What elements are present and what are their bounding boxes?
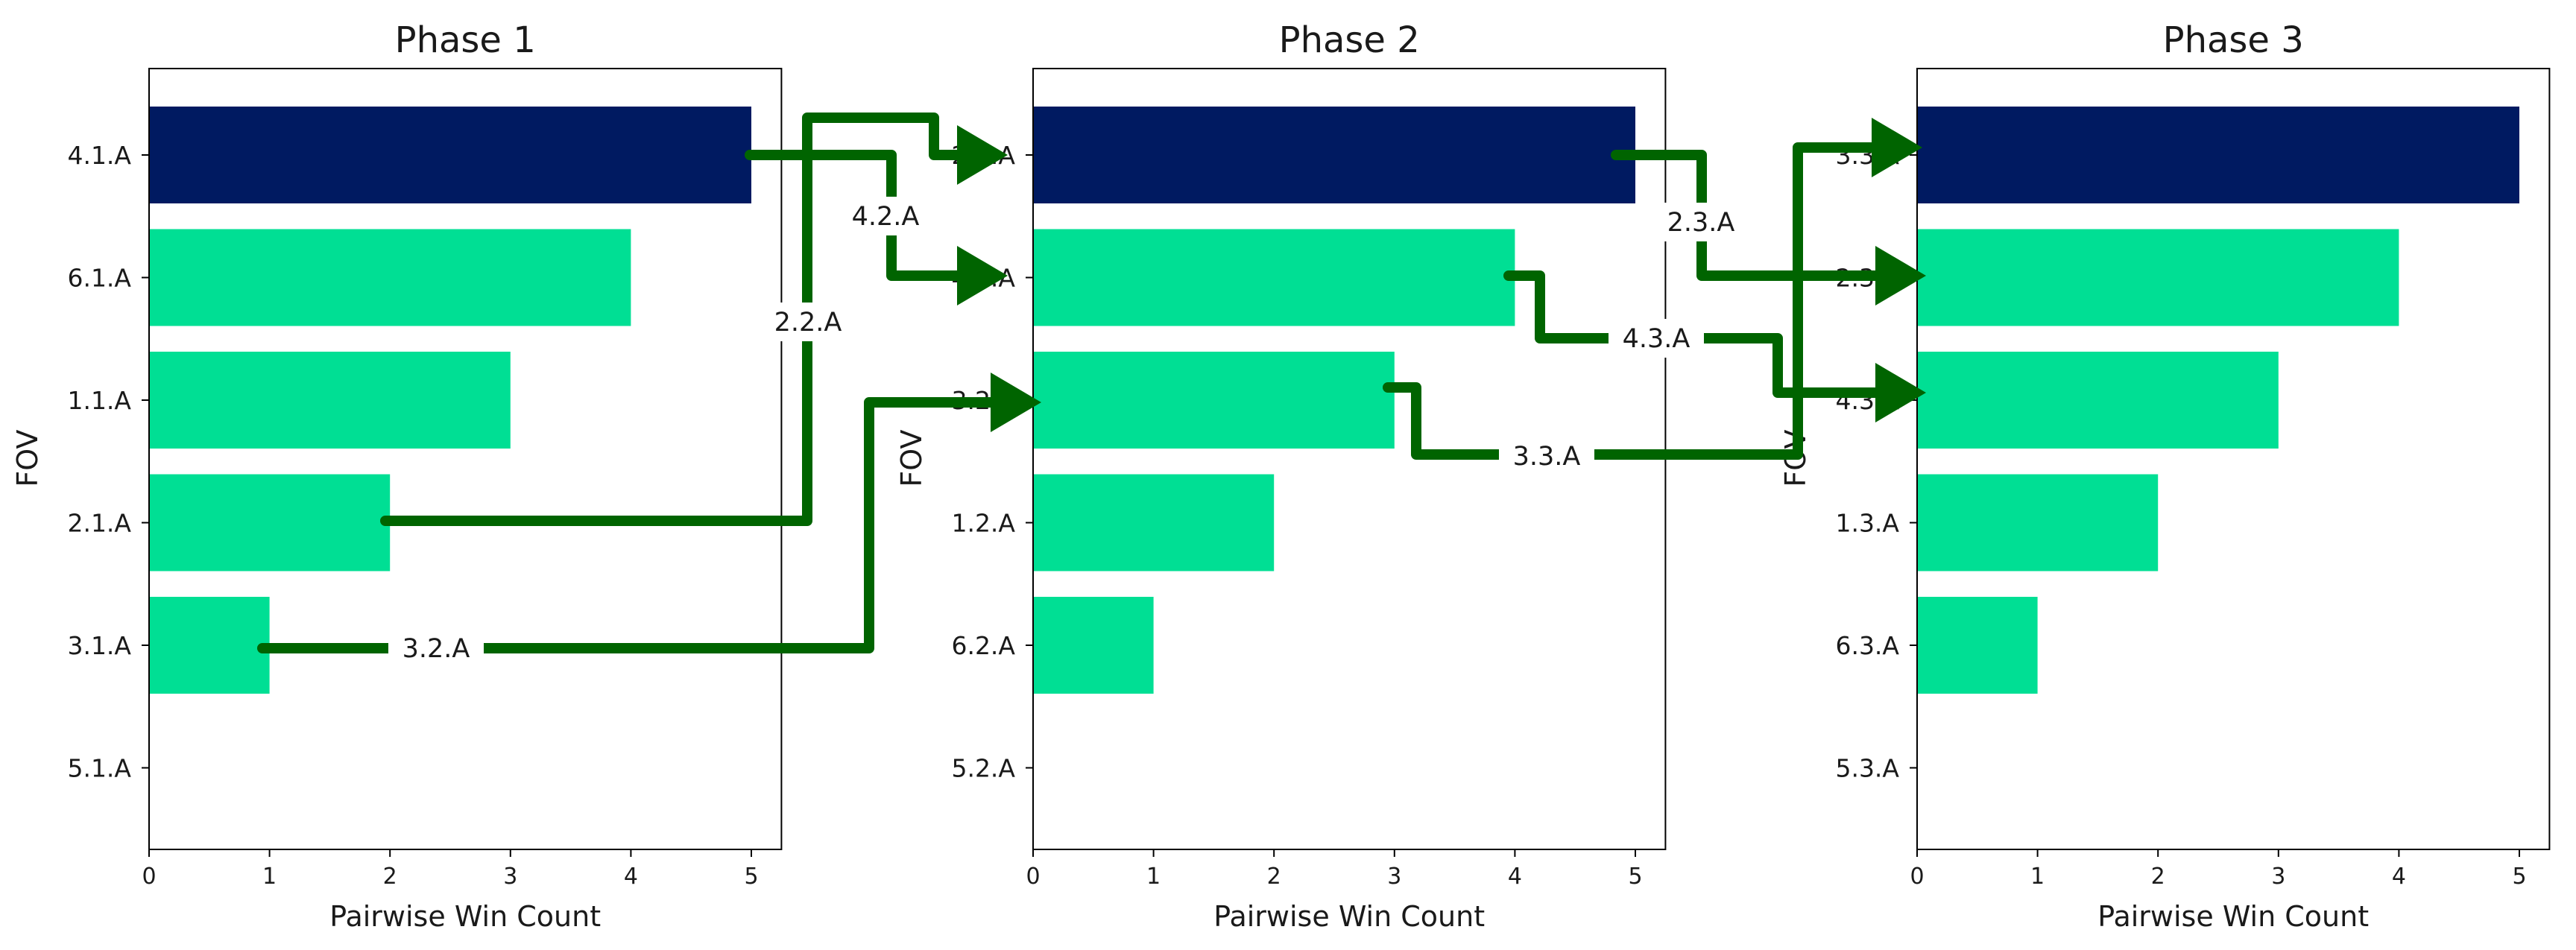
chart-panel-1: Phase 1 4.1.A 6.1.A 1.1.A 2.1.A 3.1.A 5.1.A 0 1 2…: [11, 19, 783, 933]
flow-line: [257, 397, 1000, 653]
arrow-head: [957, 125, 1008, 185]
flow-label-bg: [388, 629, 484, 668]
y-tick-label: 3.1.A: [67, 631, 131, 660]
axes-frame: [148, 68, 783, 850]
y-tick-label: 6.3.A: [1835, 631, 1899, 660]
flow-arrow-2.3.A: 2.3.A: [1611, 150, 1926, 305]
flow-label: 2.2.A: [774, 308, 842, 338]
x-tick-label: 4: [2392, 864, 2406, 890]
x-tick-label: 1: [1146, 864, 1161, 890]
flow-label: 4.3.A: [1623, 324, 1690, 354]
bar-1.2.A: [1033, 474, 1275, 571]
x-tick-label: 2: [2151, 864, 2165, 890]
bar-4.2.A: [1033, 229, 1515, 326]
x-tick-label: 5: [1628, 864, 1642, 890]
y-tick-label: 1.3.A: [1835, 509, 1899, 538]
arrow-head: [1872, 118, 1922, 177]
x-tick-label: 1: [262, 864, 277, 890]
flow-label-bg: [1499, 437, 1594, 475]
y-tick-label: 4.1.A: [67, 141, 131, 170]
flow-label: 3.3.A: [1513, 442, 1581, 472]
bar-6.1.A: [149, 229, 631, 326]
x-tick-label: 5: [744, 864, 758, 890]
arrow-head: [1875, 246, 1926, 305]
y-tick-label: 1.2.A: [951, 509, 1015, 538]
bar-2.3.A: [1917, 229, 2399, 326]
y-tick-label: 5.2.A: [951, 754, 1015, 783]
y-axis-label: FOV: [11, 429, 44, 487]
x-tick-label: 3: [2271, 864, 2285, 890]
bar-4.3.A: [1917, 352, 2279, 449]
y-tick-label: 6.1.A: [67, 264, 131, 293]
y-tick-label: 2.1.A: [67, 509, 131, 538]
flow-arrows: 4.2.A 2.2.A 3.2.A 2.3.A 4.3.A 3.3.A: [257, 113, 1926, 668]
panel-title: Phase 1: [395, 19, 536, 61]
x-tick-label: 0: [1910, 864, 1924, 890]
chart-panels: Phase 1 4.1.A 6.1.A 1.1.A 2.1.A 3.1.A 5.1.A 0 1 2…: [11, 19, 2551, 933]
bar-2.1.A: [149, 474, 391, 571]
bar-6.3.A: [1917, 597, 2038, 694]
x-tick-label: 3: [1387, 864, 1401, 890]
y-axis-label: FOV: [895, 429, 928, 487]
flow-label: 4.2.A: [852, 202, 920, 232]
flow-label-bg: [1609, 319, 1704, 358]
bar-3.1.A: [149, 597, 270, 694]
x-tick-label: 0: [1026, 864, 1040, 890]
x-axis-label: Pairwise Win Count: [1213, 900, 1485, 933]
panel-title: Phase 3: [2163, 19, 2304, 61]
y-tick-label: 5.1.A: [67, 754, 131, 783]
x-tick-label: 3: [503, 864, 517, 890]
flow-line: [1383, 142, 1881, 460]
arrow-head: [1875, 363, 1926, 422]
arrow-head: [957, 246, 1008, 305]
flow-arrow-3.3.A: 3.3.A: [1383, 118, 1922, 475]
flow-line: [380, 113, 967, 526]
x-axis-label: Pairwise Win Count: [2097, 900, 2369, 933]
x-tick-label: 4: [624, 864, 638, 890]
x-tick-label: 1: [2030, 864, 2045, 890]
bar-2.2.A: [1033, 107, 1635, 203]
flow-label: 2.3.A: [1667, 208, 1735, 238]
bar-3.2.A: [1033, 352, 1395, 449]
bar-4.1.A: [149, 107, 751, 203]
y-tick-label: 5.3.A: [1835, 754, 1899, 783]
bar-3.3.A: [1917, 107, 2519, 203]
flow-label-bg: [1653, 203, 1749, 241]
axes-frame: [1916, 68, 2551, 850]
x-tick-label: 2: [1267, 864, 1281, 890]
x-tick-label: 5: [2512, 864, 2526, 890]
x-tick-label: 2: [383, 864, 397, 890]
arrow-head: [991, 373, 1041, 432]
flow-label: 3.2.A: [402, 634, 470, 664]
bar-6.2.A: [1033, 597, 1154, 694]
chart-panel-2: Phase 22.2.A4.2.A3.2.A1.2.A6.2.A5.2.A012…: [895, 19, 1667, 933]
y-tick-label: 1.1.A: [67, 386, 131, 415]
flow-label-bg: [838, 197, 933, 235]
x-tick-label: 0: [142, 864, 156, 890]
panel-title: Phase 2: [1279, 19, 1420, 61]
bar-1.3.A: [1917, 474, 2159, 571]
y-tick-label: 6.2.A: [951, 631, 1015, 660]
x-axis-label: Pairwise Win Count: [329, 900, 601, 933]
flow-arrow-2.2.A: 2.2.A: [380, 113, 1008, 526]
flow-label-bg: [760, 303, 856, 341]
flow-arrow-3.2.A: 3.2.A: [257, 373, 1041, 668]
x-tick-label: 4: [1508, 864, 1522, 890]
bar-1.1.A: [149, 352, 511, 449]
flow-arrow-4.2.A: 4.2.A: [745, 150, 1008, 305]
